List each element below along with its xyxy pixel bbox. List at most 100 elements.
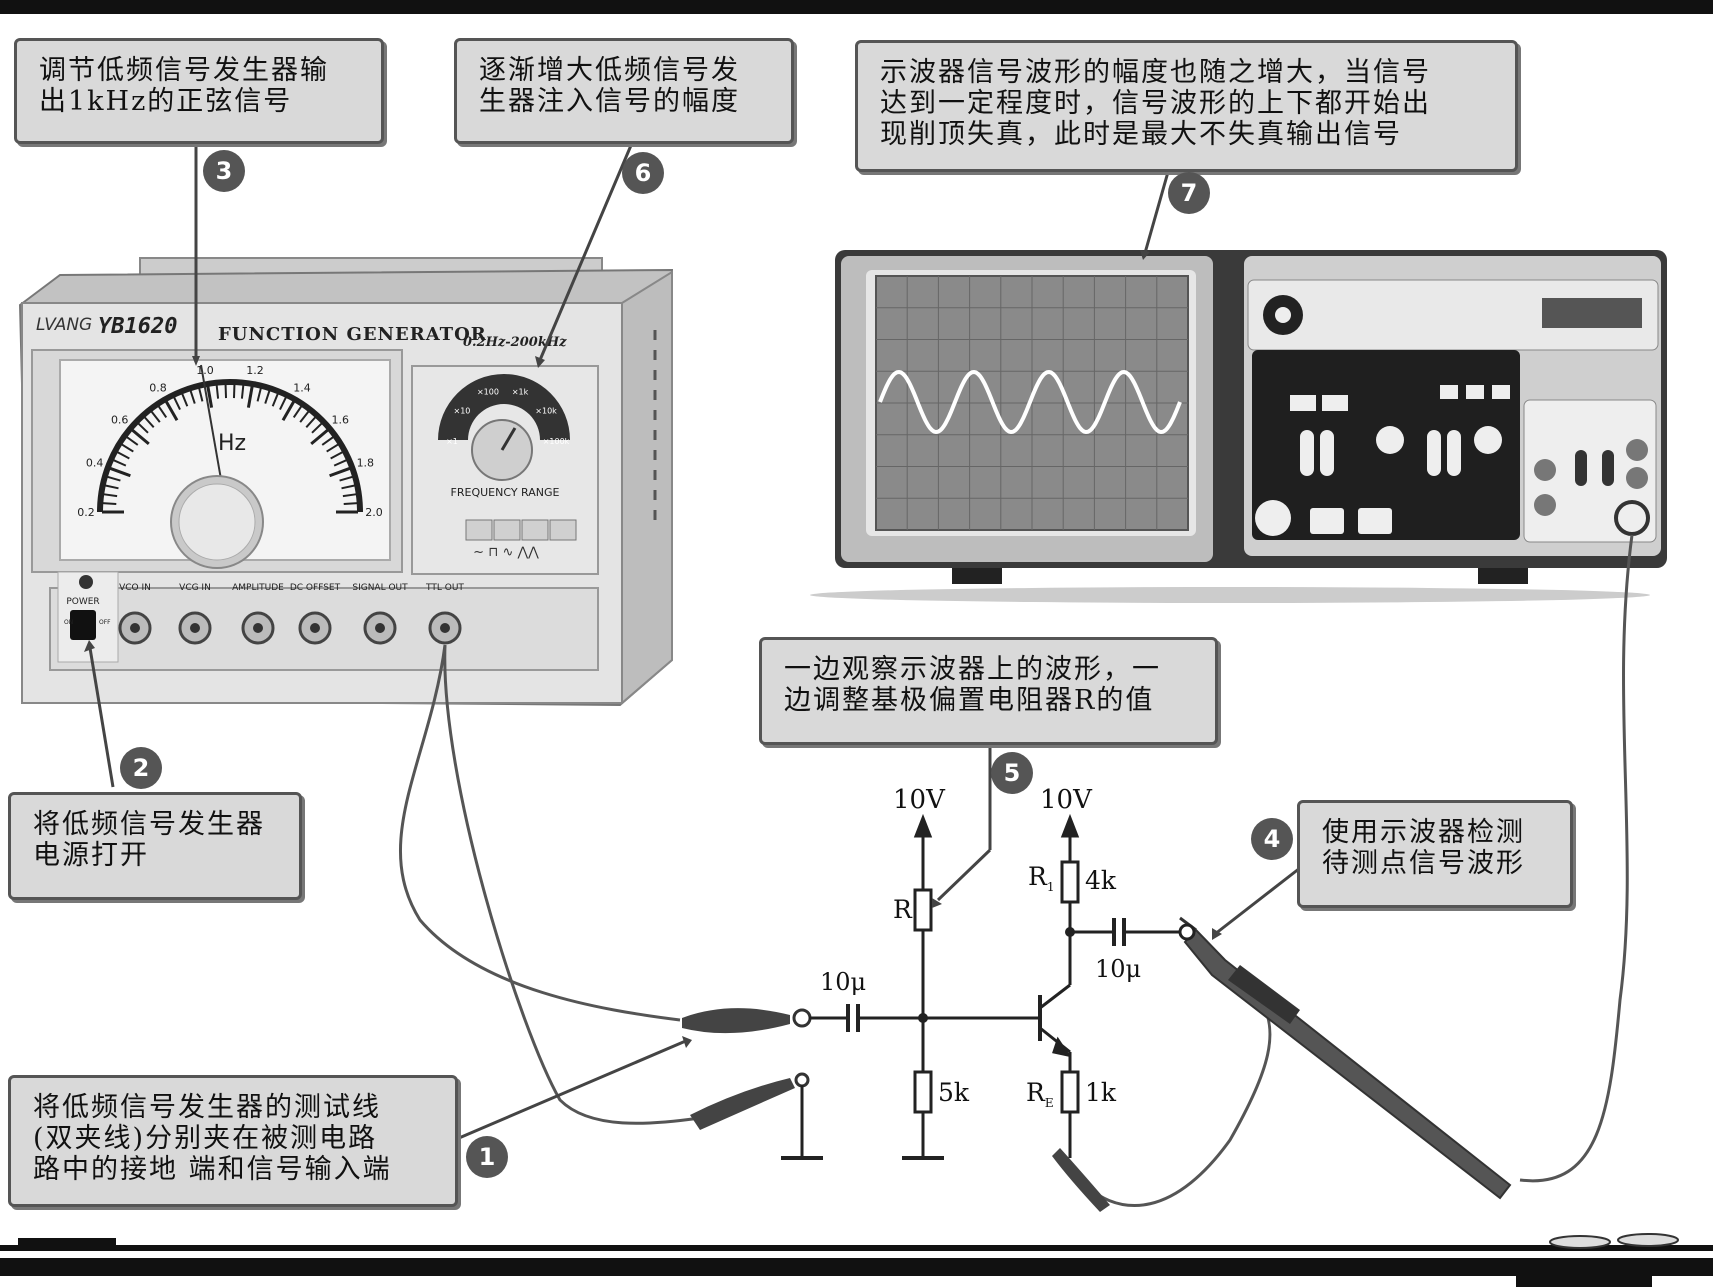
dial-tick (279, 396, 288, 410)
ground-clip[interactable] (690, 1072, 810, 1130)
function-generator: LVANG YB1620 FUNCTION GENERATOR 0.2Hz-20… (18, 257, 673, 707)
capacitor-in-label: 10μ (820, 968, 867, 996)
screen-grid (876, 276, 1188, 530)
dial-tick (150, 410, 161, 423)
callout-step-2: 将低频信号发生器 电源打开 (8, 792, 302, 900)
dial-tick (120, 443, 134, 453)
callout-7-line-1: 示波器信号波形的幅度也随之增大，当信号 (880, 57, 1431, 88)
frequency-range-label: FREQUENCY RANGE (451, 486, 560, 499)
dial-tick (310, 428, 330, 446)
chalk-icon (1549, 1233, 1679, 1249)
oscilloscope-probe[interactable] (1179, 916, 1512, 1200)
power-switch[interactable] (70, 610, 96, 640)
dial-tick (164, 400, 179, 421)
callout-7-line-3: 现削顶失真，此时是最大不失真输出信号 (880, 119, 1402, 150)
power-led (79, 575, 93, 589)
amplifier-circuit (781, 813, 1180, 1160)
jack-label: DC OFFSET (290, 583, 341, 593)
dial-tick (343, 502, 358, 506)
resistor-r1-value: 4k (1085, 866, 1117, 895)
dial-tick-label: 1.2 (246, 364, 264, 377)
jack-pin (440, 623, 450, 633)
bottom-frame-bar (0, 1258, 1713, 1276)
leader-5b (936, 848, 992, 902)
dial-tick (109, 466, 131, 478)
dial-tick (198, 387, 204, 402)
range-step-label: ×100k (543, 437, 570, 446)
capacitor-out-label: 10μ (1095, 955, 1142, 983)
range-selector-fan (438, 374, 570, 440)
dial-tick (189, 389, 196, 404)
jack-pin (310, 623, 320, 633)
scope-controls[interactable] (1255, 385, 1510, 536)
dial-tick (339, 475, 354, 482)
power-label: POWER (66, 597, 99, 607)
dial-tick (130, 428, 150, 446)
probe-ground-clip[interactable] (1052, 1148, 1110, 1212)
dial-tick (102, 502, 117, 506)
jack-pin (253, 623, 263, 633)
callout-3-line-2: 出1kHz的正弦信号 (39, 86, 293, 117)
dial-tick (305, 416, 317, 428)
resistor-r1-label: R1 (1028, 862, 1055, 894)
dial-scale-arc (97, 379, 363, 513)
dial-tick (106, 475, 121, 482)
vcc-right-label: 10V (1040, 785, 1092, 815)
bottom-right-mark (1516, 1270, 1652, 1287)
callout-2-line-1: 将低频信号发生器 (33, 809, 265, 840)
dial-tick (299, 410, 310, 423)
dial-tick (292, 405, 303, 419)
dial-tick (116, 451, 130, 460)
junction-dot-base (918, 1013, 928, 1023)
scope-right-controls[interactable] (1534, 439, 1648, 516)
dial-tick (333, 459, 348, 467)
generator-range: 0.2Hz-200kHz (463, 335, 567, 350)
range-knob[interactable] (471, 419, 533, 481)
jack-label: VCO IN (119, 583, 151, 593)
dial-tick (321, 435, 335, 446)
dial-tick (215, 384, 220, 399)
range-step-label: ×1 (446, 437, 458, 446)
jack-label: AMPLITUDE (232, 583, 284, 593)
dial-tick-label: 0.6 (111, 413, 129, 426)
jack-pin (190, 623, 200, 633)
svg-text:OFF: OFF (99, 619, 111, 626)
cables (398, 534, 1634, 1207)
generator-name: FUNCTION GENERATOR (218, 324, 487, 345)
jack-label: TTL OUT (425, 583, 464, 593)
dial-tick-label: 1.4 (293, 381, 311, 394)
jack-pin (375, 623, 385, 633)
callout-4-line-2: 待测点信号波形 (1322, 848, 1525, 879)
callout-step-5: 一边观察示波器上的波形，一 边调整基极偏置电阻器R的值 (759, 637, 1218, 745)
jack-pin (130, 623, 140, 633)
scope-probe-jack (1614, 500, 1650, 536)
step-badge-5: 5 (991, 752, 1033, 794)
signal-clip[interactable] (682, 1008, 812, 1034)
output-test-point[interactable] (1178, 923, 1196, 941)
probe-ground-lead (1068, 999, 1272, 1207)
ground-cable (443, 644, 701, 1125)
callout-step-4: 使用示波器检测 待测点信号波形 (1297, 800, 1573, 908)
dial-knob[interactable] (170, 475, 264, 569)
range-step-label: ×10 (453, 406, 470, 415)
signal-cable (398, 644, 681, 1022)
callout-1-line-2: (双夹线)分别夹在被测电路 (33, 1123, 378, 1154)
callout-step-1: 将低频信号发生器的测试线 (双夹线)分别夹在被测电路 路中的接地 端和信号输入端 (8, 1075, 458, 1207)
jack-label: SIGNAL OUT (352, 583, 408, 593)
step-badge-2: 2 (120, 747, 162, 789)
step-badge-1: 1 (466, 1136, 508, 1178)
dial-tick (246, 385, 254, 408)
dial-tick (181, 392, 189, 407)
waveform-buttons[interactable]: ~ ⊓ ∿ ⋀⋀ (465, 519, 577, 560)
resistor-5k-value: 5k (938, 1078, 970, 1107)
dial-tick (104, 484, 119, 490)
dial-tick-label: 0.4 (86, 457, 104, 470)
dial-tick (143, 416, 155, 428)
resistor-re-value: 1k (1085, 1078, 1117, 1107)
dial-tick-label: 1.0 (196, 364, 214, 377)
leader-4 (1214, 866, 1301, 936)
callout-3-line-1: 调节低频信号发生器输 (39, 55, 329, 86)
